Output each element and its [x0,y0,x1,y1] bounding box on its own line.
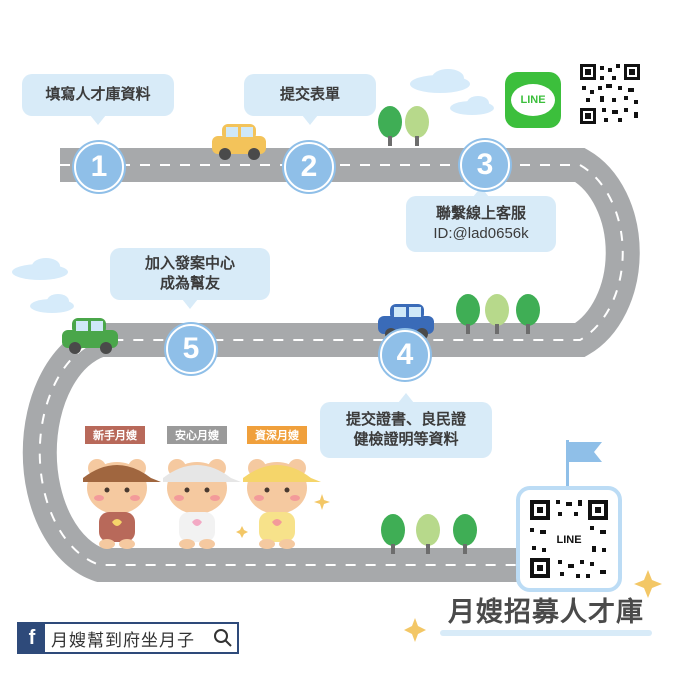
cloud-icon [12,69,494,313]
step-4-bubble: 提交證書、良民證 健檢證明等資料 [320,393,492,458]
facebook-page-name: 月嫂幫到府坐月子 [51,630,195,650]
search-icon[interactable] [213,628,233,648]
title-underline [440,630,652,636]
road-center-line [38,164,624,566]
step-3-bubble: 聯繫線上客服 ID:@lad0656k [406,187,556,252]
qr-code-large[interactable]: LINE [520,490,618,588]
page-title: 月嫂招募人才庫 [448,597,644,627]
yellow-car-icon [212,124,266,160]
step-3-text: 聯繫線上客服 [435,205,526,222]
step-3-marker: 3 [460,140,510,190]
line-logo[interactable]: LINE [505,72,561,128]
sparkle-icon [236,494,662,642]
tree-icon [378,106,540,554]
bear-mascot-reliable [163,459,241,549]
step-2-marker: 2 [284,142,334,192]
bear-tag-senior: 資深月嫂 [247,426,307,444]
flag-icon [566,440,602,492]
bear-tag-novice: 新手月嫂 [85,426,145,444]
bear-mascot-novice [83,459,161,549]
step-4-text-line1: 提交證書、良民證 [345,411,466,428]
step-2-bubble: 提交表單 [244,74,376,125]
line-id-text: ID:@lad0656k [433,225,529,242]
green-car-icon [62,318,118,354]
step-5-marker: 5 [166,324,216,374]
facebook-icon: f [19,624,45,652]
step-5-bubble: 加入發案中心 成為幫友 [110,248,270,309]
step-1-bubble: 填寫人才庫資料 [22,74,174,125]
bear-mascot-senior [243,459,321,549]
qr-code-small[interactable] [578,62,642,126]
line-logo-text: LINE [511,84,555,116]
step-4-marker: 4 [380,330,430,380]
bear-tag-reliable: 安心月嫂 [167,426,227,444]
qr-line-label: LINE [556,534,581,546]
facebook-page-link[interactable]: f 月嫂幫到府坐月子 [17,622,239,654]
step-5-text-line1: 加入發案中心 [144,255,235,272]
qr-code-large-frame[interactable]: LINE [516,486,622,592]
step-5-text-line2: 成為幫友 [159,275,220,292]
step-1-text: 填寫人才庫資料 [45,86,151,103]
step-2-text: 提交表單 [279,86,340,103]
blue-car-icon [378,304,434,340]
step-4-text-line2: 健檢證明等資料 [353,431,459,448]
step-1-marker: 1 [74,142,124,192]
